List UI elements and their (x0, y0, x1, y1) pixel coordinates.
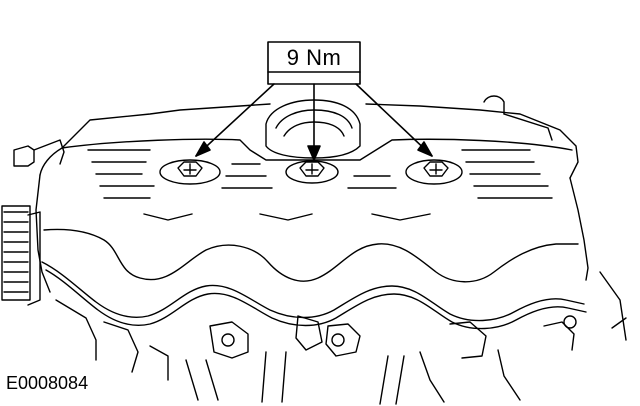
valve-cover (35, 95, 589, 330)
lower-intake-detail (55, 271, 627, 405)
leader-arrow-left (195, 83, 275, 157)
bolt-left (177, 161, 203, 177)
bolt-center (299, 161, 325, 177)
leader-arrow-right (355, 83, 433, 157)
figure-id: E0008084 (6, 373, 89, 393)
bolt-right (423, 161, 449, 177)
left-engine-detail (1, 139, 65, 306)
torque-spec-label: 9 Nm (286, 45, 342, 70)
leader-arrow-center (307, 83, 321, 161)
